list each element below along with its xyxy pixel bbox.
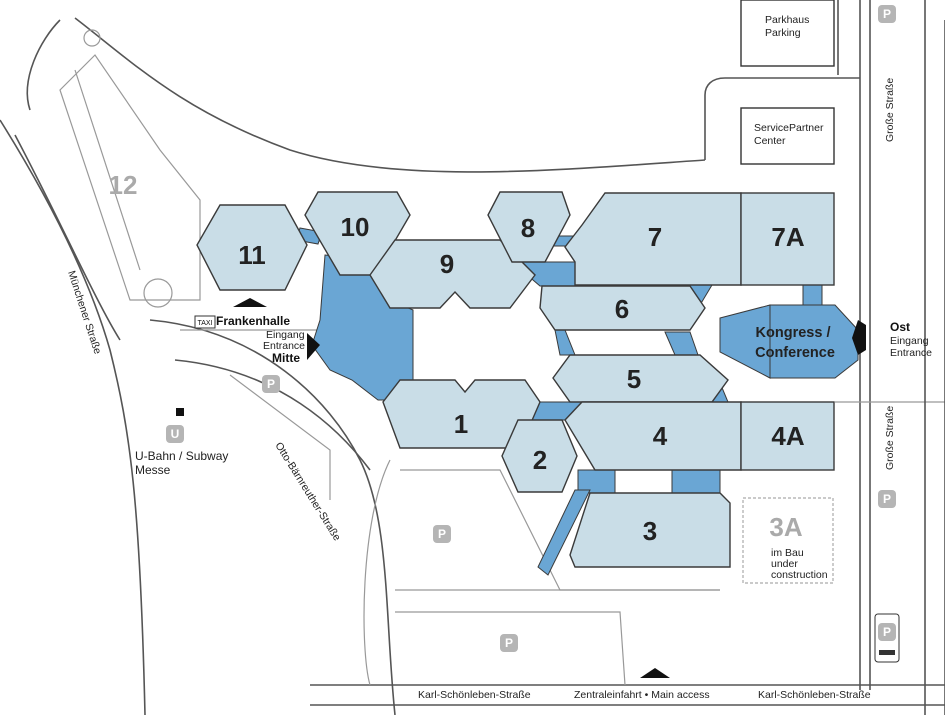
- street-karl-right: Karl-Schönleben-Straße: [758, 689, 871, 701]
- entrance-mitte-sub-1: Eingang: [266, 329, 305, 341]
- hall-6[interactable]: 6: [539, 285, 706, 331]
- parking-icon-letter: P: [883, 492, 891, 506]
- hall-1[interactable]: 1: [382, 379, 541, 449]
- congress-label-2: Conference: [755, 345, 835, 361]
- entrance-ost-title: Ost: [890, 320, 910, 334]
- entrance-ost-sub-1: Eingang: [890, 335, 929, 347]
- subway-icon-letter: U: [171, 427, 180, 441]
- parkhaus-label-1: Parkhaus: [765, 14, 809, 26]
- hall-6-label: 6: [615, 294, 629, 324]
- street-grosse-bottom: Große Straße: [884, 406, 896, 470]
- hall-7[interactable]: 7: [564, 192, 742, 286]
- entrance-mitte[interactable]: Frankenhalle Eingang Entrance Mitte: [216, 298, 320, 365]
- main-access[interactable]: [640, 668, 670, 678]
- street-karl-left: Karl-Schönleben-Straße: [418, 689, 531, 701]
- parking-icon-letter: P: [883, 7, 891, 21]
- parking-garage-sign[interactable]: P: [874, 613, 900, 663]
- hall-12: 12: [59, 29, 201, 308]
- subway-icon: [166, 425, 184, 443]
- street-otto: Otto-Bärnreuther-Straße: [272, 440, 343, 543]
- hall-5-label: 5: [627, 364, 641, 394]
- parking-icon: [262, 375, 280, 393]
- servicepartner-label-2: Center: [754, 135, 786, 147]
- main-access-label: Zentraleinfahrt • Main access: [574, 689, 710, 701]
- servicepartner-label-1: ServicePartner: [754, 122, 824, 134]
- main-access-marker: [640, 668, 670, 678]
- parkhaus-label-2: Parking: [765, 27, 801, 39]
- parkhaus-building: Parkhaus Parking: [740, 0, 835, 67]
- hall-2[interactable]: 2: [501, 419, 578, 493]
- entrance-mitte-marker: [307, 333, 320, 360]
- frankenhalle-label: Frankenhalle: [216, 314, 290, 328]
- parking-icon-letter: P: [883, 625, 891, 639]
- entrance-ost-sub-2: Entrance: [890, 347, 932, 359]
- hall-7a-label: 7A: [771, 222, 804, 252]
- taxi-label: TAXI: [197, 320, 212, 327]
- hall-3a-label: 3A: [769, 512, 802, 542]
- hall-3a[interactable]: 3A im Bau under construction: [742, 497, 834, 584]
- hall-3[interactable]: 3: [569, 492, 731, 568]
- taxi-stand: TAXI: [194, 315, 216, 329]
- hall-10-label: 10: [341, 212, 370, 242]
- congress-label-1: Kongress /: [756, 325, 831, 341]
- hall-2-label: 2: [533, 445, 547, 475]
- hall-11-label: 11: [238, 240, 266, 270]
- parking-otto[interactable]: P: [433, 525, 451, 543]
- hall-9-label: 9: [440, 249, 454, 279]
- hall-11[interactable]: 11: [196, 204, 308, 291]
- subway-label-2: Messe: [135, 463, 171, 477]
- parking-icon: [878, 623, 896, 641]
- parking-center[interactable]: P: [262, 375, 280, 393]
- subway-marker: [176, 408, 184, 416]
- hall-3-label: 3: [643, 516, 657, 546]
- parking-icon-letter: P: [505, 636, 513, 650]
- hall-3a-note-1: im Bau: [771, 547, 804, 559]
- street-grosse-top: Große Straße: [884, 78, 896, 142]
- hall-1-label: 1: [454, 409, 468, 439]
- hall-3a-note-2: under: [771, 558, 798, 570]
- connectors: [295, 227, 823, 576]
- hall-4a[interactable]: 4A: [740, 401, 835, 471]
- hall-7a[interactable]: 7A: [740, 192, 835, 286]
- subway-station[interactable]: U U-Bahn / Subway Messe: [135, 408, 228, 477]
- hall-8[interactable]: 8: [487, 191, 571, 263]
- parking-icon-letter: P: [438, 527, 446, 541]
- hall-3a-note-3: construction: [771, 569, 828, 581]
- hall-5[interactable]: 5: [552, 354, 729, 403]
- hall-4[interactable]: 4: [564, 401, 742, 471]
- entrance-frankenhalle-marker: [233, 298, 267, 307]
- parking-icon: [433, 525, 451, 543]
- congress-center[interactable]: Kongress / Conference: [719, 304, 859, 379]
- servicepartner-building: ServicePartner Center: [740, 107, 835, 165]
- entrance-mitte-sub-2: Entrance: [263, 340, 305, 352]
- parking-right[interactable]: P: [878, 490, 896, 508]
- parking-icon-letter: P: [267, 377, 275, 391]
- parking-icon: [878, 490, 896, 508]
- hall-12-label: 12: [109, 170, 138, 200]
- subway-label-1: U-Bahn / Subway: [135, 449, 228, 463]
- parking-icon: [500, 634, 518, 652]
- hall-7-label: 7: [648, 222, 662, 252]
- parking-icon: [878, 5, 896, 23]
- parking-bottom[interactable]: P: [500, 634, 518, 652]
- entrance-ost-marker: [852, 320, 866, 355]
- parking-top-right[interactable]: P: [878, 5, 896, 23]
- hall-8-label: 8: [521, 213, 535, 243]
- entrance-mitte-title: Mitte: [272, 351, 300, 365]
- hall-4a-label: 4A: [771, 421, 804, 451]
- entrance-ost[interactable]: Ost Eingang Entrance: [852, 320, 932, 359]
- hall-4-label: 4: [653, 421, 668, 451]
